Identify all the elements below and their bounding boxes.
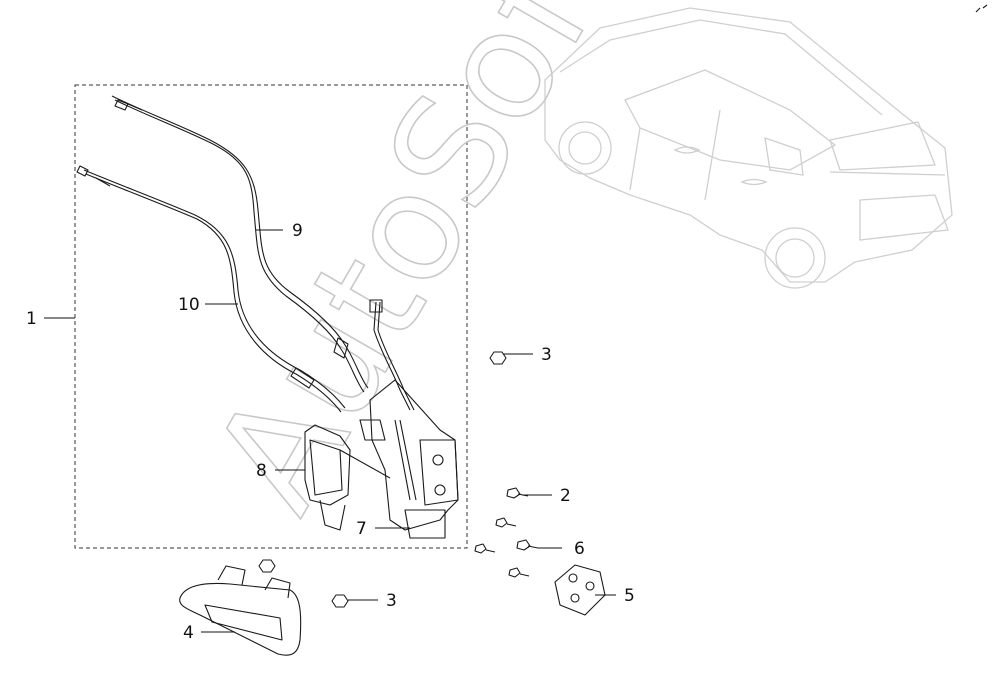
door-striker — [554, 564, 606, 616]
callout-1: 1 — [26, 309, 37, 329]
watermark-text: AutoSoft — [180, 0, 653, 538]
callout-5: 5 — [624, 586, 635, 606]
callout-4: 4 — [183, 623, 194, 643]
vehicle-outline — [544, 7, 953, 289]
cable-9 — [111, 95, 369, 393]
callout-8: 8 — [256, 461, 267, 481]
lock-actuator — [304, 424, 391, 531]
callout-9: 9 — [292, 221, 303, 241]
callout-10: 10 — [178, 295, 200, 315]
callout-labels: 1 2 3 3 4 5 6 7 8 9 10 — [26, 221, 635, 643]
cable-10 — [76, 165, 346, 413]
callout-6: 6 — [574, 539, 585, 559]
assembly-box — [74, 84, 468, 549]
callout-3-upper: 3 — [541, 345, 552, 365]
leader-lines — [44, 229, 616, 633]
outside-handle — [179, 565, 302, 656]
callout-3-lower: 3 — [386, 591, 397, 611]
door-latch — [359, 379, 459, 539]
callout-2: 2 — [560, 486, 571, 506]
callout-7: 7 — [356, 519, 367, 539]
corner-mark — [975, 4, 988, 13]
